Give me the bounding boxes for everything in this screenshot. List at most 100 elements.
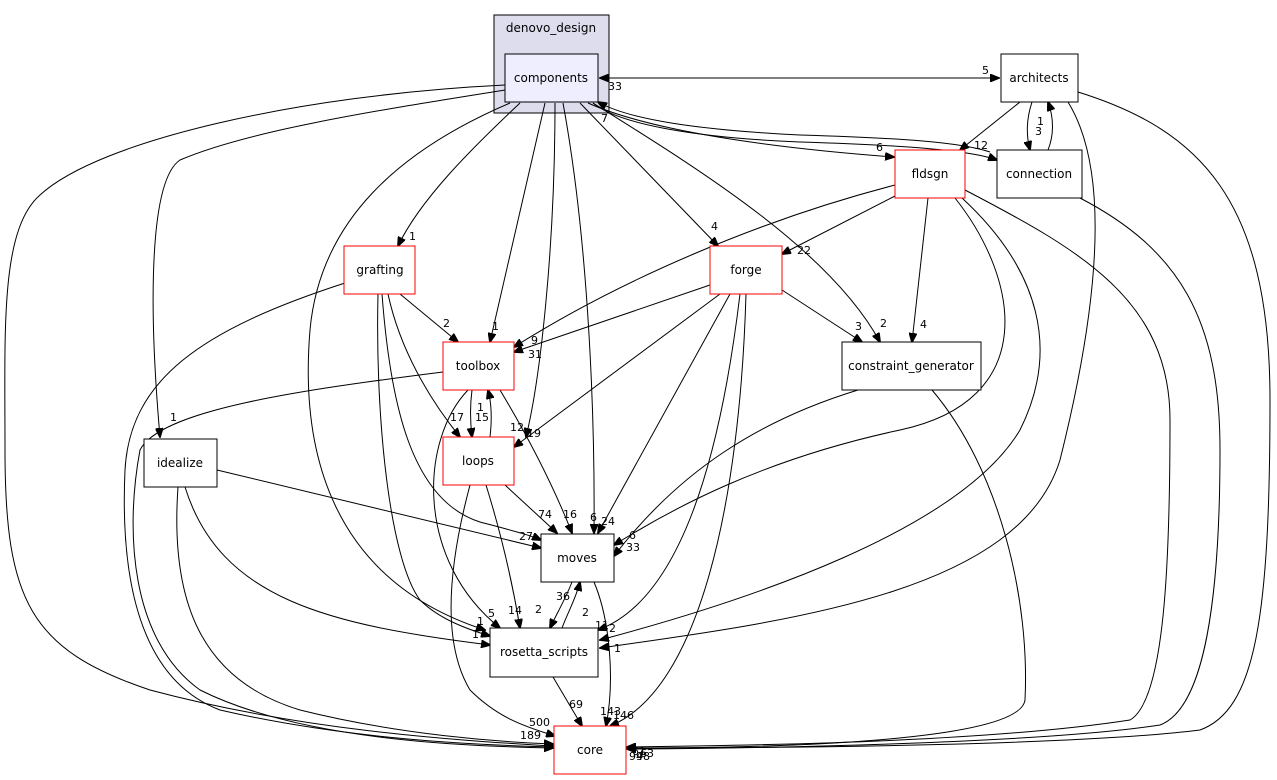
edge-toolbox-moves (499, 389, 572, 533)
edge-label: 2 (443, 317, 450, 330)
node-idealize[interactable]: idealize (143, 438, 218, 488)
edge-components-fldsgn (587, 102, 894, 157)
edge-label: 9 (531, 334, 538, 347)
edge-idealize-rosetta (184, 486, 490, 645)
edge-components-grafting (398, 102, 521, 246)
edge-label: 31 (528, 348, 542, 361)
edge-label: 146 (613, 709, 634, 722)
edge-loops-core (450, 484, 555, 736)
edge-label: 6 (876, 141, 883, 154)
edge-label: 98 (636, 750, 650, 763)
edge-moves-core (593, 581, 610, 726)
edge-label: 4 (711, 220, 718, 233)
edge-grafting-core (123, 282, 553, 747)
node-label: architects (1009, 71, 1068, 85)
edge-label: 1 (170, 411, 177, 424)
edge-architects-core (627, 91, 1271, 748)
edge-grafting-loops (387, 293, 460, 437)
edge-label: 1 (492, 320, 499, 333)
edge-forge-toolbox (514, 284, 711, 352)
edge-idealize-moves (216, 469, 541, 548)
edge-components-core (4, 84, 553, 746)
edge-grafting-toolbox (399, 293, 458, 342)
edge-constraint-core (627, 389, 1026, 748)
edge-label: 12 (974, 139, 988, 152)
edge-label: 3 (855, 320, 862, 333)
edge-label: 7 (601, 112, 608, 125)
edge-label: 143 (600, 705, 621, 718)
edge-fldsgn-moves (614, 197, 1006, 545)
edge-label: 5 (982, 64, 989, 77)
node-fldsgn[interactable]: fldsgn (894, 149, 966, 199)
edge-label: 33 (608, 80, 622, 93)
edge-label: 189 (520, 729, 541, 742)
edge-forge-constraint (781, 289, 862, 342)
edge-fldsgn-constraint (912, 197, 929, 342)
node-label: core (577, 743, 603, 757)
edge-grafting-rosetta (377, 293, 490, 636)
node-label: toolbox (456, 359, 500, 373)
node-architects[interactable]: architects (1000, 53, 1079, 103)
edge-fldsgn-forge (782, 195, 896, 254)
edge-label: 1 (409, 230, 416, 243)
node-core[interactable]: core (553, 725, 627, 775)
edge-forge-rosetta (598, 293, 741, 630)
edge-toolbox-core (132, 371, 553, 748)
node-forge[interactable]: forge (709, 245, 783, 295)
edge-loops-toolbox (488, 390, 491, 438)
node-loops[interactable]: loops (442, 436, 515, 486)
node-grafting[interactable]: grafting (343, 245, 416, 295)
node-label: connection (1006, 167, 1072, 181)
edge-architects-rosetta (600, 101, 1096, 648)
edge-components-toolbox (490, 102, 546, 342)
edge-forge-loops (514, 293, 721, 447)
edge-label: 1 (614, 642, 621, 655)
node-label: grafting (356, 263, 403, 277)
edge-constraint-moves (614, 389, 859, 556)
edge-connection-architects (1048, 102, 1053, 151)
edge-label: 14 (508, 604, 522, 617)
edge-label: 6 (590, 511, 597, 524)
node-moves[interactable]: moves (540, 533, 615, 583)
edge-label: 500 (529, 716, 550, 729)
edge-grafting-moves (381, 293, 541, 540)
edge-label: 19 (527, 427, 541, 440)
edge-components-idealize (152, 89, 506, 437)
edge-label: 2 (609, 622, 616, 635)
edge-components-moves (562, 102, 594, 533)
edge-label: 1 (477, 401, 484, 414)
edge-forge-moves (598, 293, 731, 533)
node-toolbox[interactable]: toolbox (442, 341, 515, 391)
edge-toolbox-loops (471, 389, 473, 437)
edge-label: 5 (488, 607, 495, 620)
edge-architects-connection (1027, 101, 1033, 150)
edge-components-forge (579, 102, 718, 246)
node-label: constraint_generator (848, 359, 974, 373)
edge-loops-rosetta (485, 484, 520, 628)
node-rosetta-scripts[interactable]: rosetta_scripts (489, 627, 599, 678)
edge-label: 2 (880, 317, 887, 330)
edge-label: 61 (632, 745, 646, 758)
edges (4, 78, 1271, 749)
edge-connection-components (598, 102, 991, 153)
edge-label: 3 (1035, 125, 1042, 138)
edge-label: 69 (569, 698, 583, 711)
edge-label: 1 (472, 628, 479, 641)
edge-label: 1 (477, 615, 484, 628)
edge-label: 12 (510, 421, 524, 434)
edge-connection-core (627, 197, 1221, 749)
edge-label: 36 (556, 590, 570, 603)
edge-moves-rosetta (550, 581, 573, 628)
edge-label: 6 (629, 529, 636, 542)
edge-fldsgn-toolbox (514, 184, 896, 347)
edge-label: 2 (582, 606, 589, 619)
edge-label: 17 (450, 411, 464, 424)
node-components[interactable]: components (504, 53, 599, 103)
edge-label: 24 (601, 515, 615, 528)
node-constraint-generator[interactable]: constraint_generator (841, 341, 982, 391)
edge-label: 33 (626, 541, 640, 554)
node-label: idealize (157, 456, 203, 470)
edge-label: 63 (640, 747, 654, 760)
edge-label: 2 (535, 603, 542, 616)
node-connection[interactable]: connection (996, 149, 1083, 199)
